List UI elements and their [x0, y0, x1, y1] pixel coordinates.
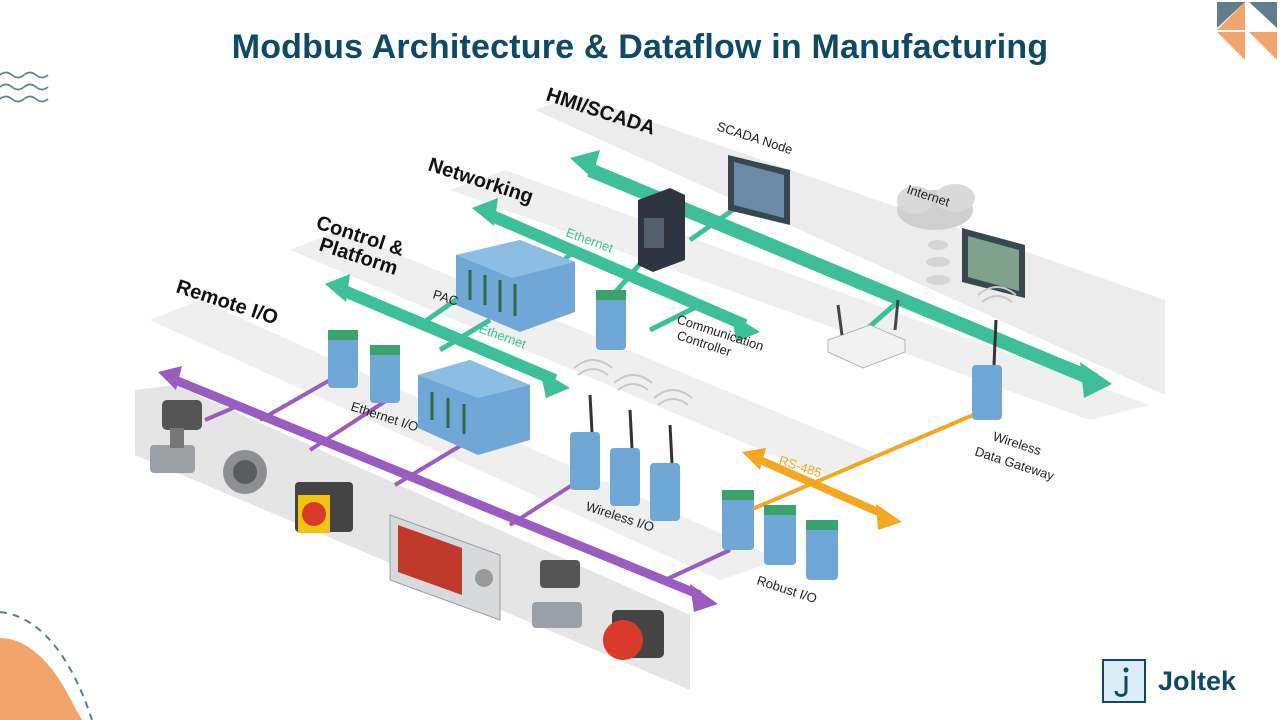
display-panel-device — [389, 514, 501, 621]
fieldbus-arrow — [158, 366, 718, 612]
ethernet-network-arrow — [472, 198, 760, 342]
blob-decoration — [0, 611, 93, 720]
layer-plane-hmi — [535, 95, 1165, 395]
pac-rack — [456, 240, 575, 332]
fan-device — [223, 450, 267, 494]
internet-cloud — [897, 184, 975, 285]
wireless-io-modules — [570, 359, 693, 521]
logo-mark-icon — [1102, 659, 1146, 703]
pressure-sensor-device — [532, 560, 582, 628]
internet-monitor — [962, 228, 1025, 298]
rotary-switch-device — [295, 482, 353, 533]
corner-triangles-decoration — [1217, 2, 1277, 60]
ethernet-io-modules — [328, 330, 400, 403]
network-switch — [638, 188, 685, 272]
scada-node-monitor — [728, 155, 790, 225]
flow-meter-device — [150, 400, 202, 473]
robust-io-modules — [722, 490, 838, 580]
red-button-device — [603, 610, 664, 660]
wifi-router — [827, 299, 906, 369]
ethernet-io-rack — [418, 360, 530, 455]
fieldbus-drop-lines — [204, 378, 731, 582]
joltek-logo: Joltek — [1102, 657, 1236, 705]
layer-plane-control — [290, 230, 880, 475]
communication-controller — [596, 290, 626, 350]
logo-text: Joltek — [1158, 665, 1237, 696]
rs485-arrow — [742, 408, 986, 530]
ethernet-control-arrow — [325, 274, 570, 398]
wave-lines-decoration — [0, 71, 49, 103]
slide-title: Modbus Architecture & Dataflow in Manufa… — [231, 28, 1049, 66]
wireless-data-gateway — [972, 286, 1017, 420]
layer-plane-networking — [450, 170, 1150, 420]
